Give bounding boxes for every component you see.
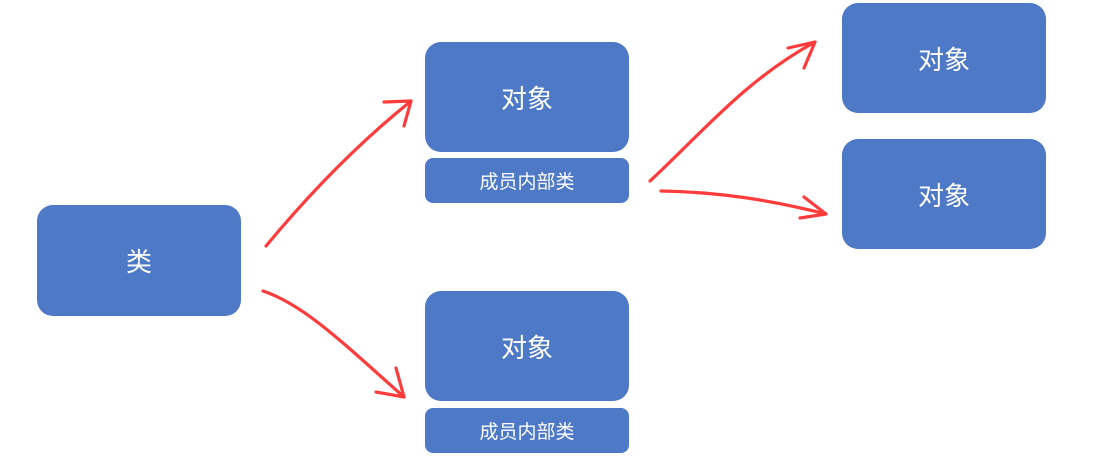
arrow-head-top-object-to-right-bottom-object: [798, 195, 828, 220]
object-node-bottom-label: 对象: [500, 333, 553, 364]
arrow-head-top-object-to-right-top-object: [786, 40, 817, 70]
object-node-bottom: 对象: [425, 291, 629, 401]
object-node-top-label: 对象: [500, 84, 553, 115]
object-node-right-top-label: 对象: [917, 45, 970, 76]
arrow-head-class-to-top-object: [382, 99, 413, 128]
arrow-top-object-to-right-top-object: [648, 40, 817, 183]
arrow-class-to-top-object: [264, 99, 413, 248]
member-inner-class-bottom-label: 成员内部类: [479, 421, 575, 443]
class-node: 类: [37, 205, 241, 316]
object-node-right-top: 对象: [842, 3, 1046, 113]
member-inner-class-bottom: 成员内部类: [425, 408, 629, 453]
arrow-head-class-to-bottom-object: [374, 366, 406, 399]
arrow-class-to-bottom-object: [261, 289, 406, 399]
member-inner-class-top-label: 成员内部类: [479, 171, 575, 193]
class-node-label: 类: [125, 248, 152, 278]
arrow-top-object-to-right-bottom-object: [659, 189, 828, 216]
member-inner-class-top: 成员内部类: [425, 158, 629, 203]
object-node-top: 对象: [425, 42, 629, 152]
object-node-right-bottom-label: 对象: [917, 181, 970, 212]
object-node-right-bottom: 对象: [842, 139, 1046, 249]
